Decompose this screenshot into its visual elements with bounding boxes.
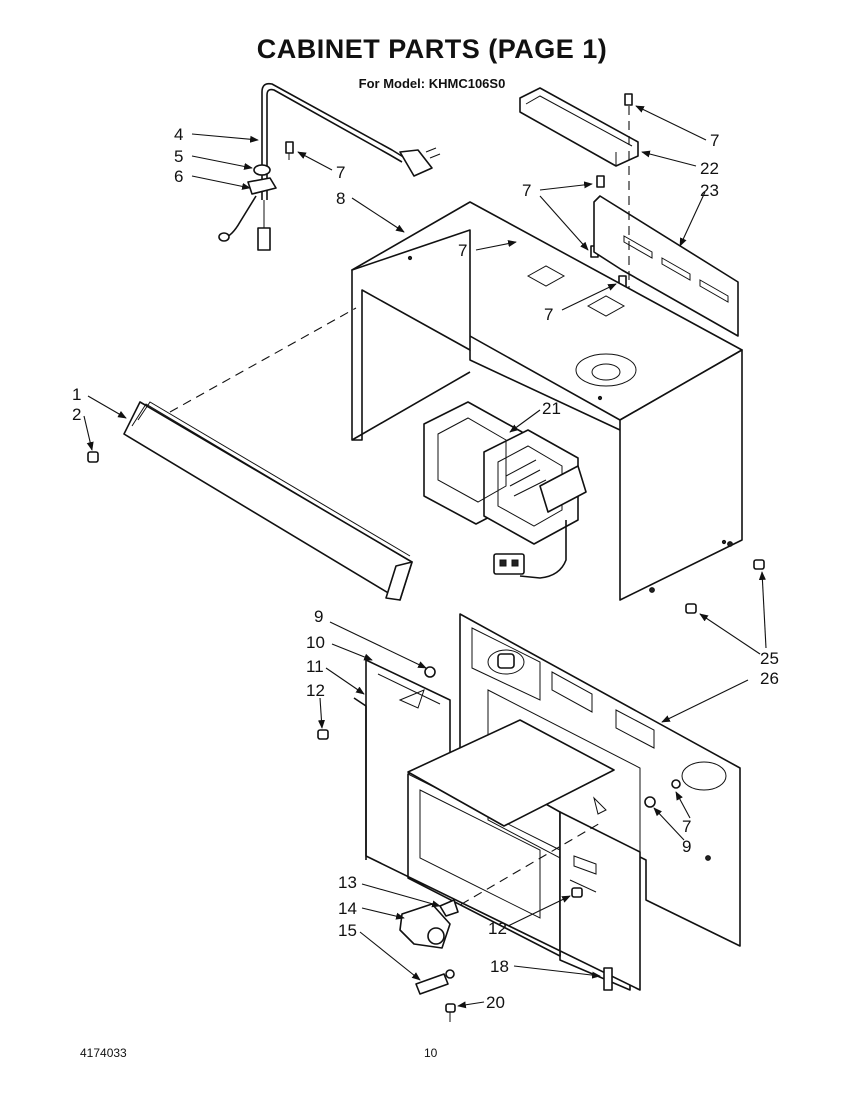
callout-9: 9 <box>314 607 323 626</box>
callout-25: 25 <box>760 649 779 668</box>
vent-grille <box>519 87 639 167</box>
blower-motor <box>423 401 587 579</box>
model-subtitle: For Model: KHMC106S0 <box>358 76 506 91</box>
callout-23: 23 <box>700 181 719 200</box>
callout-4: 4 <box>174 125 183 144</box>
callout-7: 7 <box>336 163 345 182</box>
callout-7: 7 <box>682 817 691 836</box>
document-number: 4174033 <box>80 1046 127 1060</box>
callout-labels: 4 5 6 7 8 7 22 23 7 7 7 1 2 21 25 26 9 1… <box>72 125 779 1012</box>
callout-6: 6 <box>174 167 183 186</box>
callout-7: 7 <box>544 305 553 324</box>
callout-7: 7 <box>710 131 719 150</box>
page-title: CABINET PARTS (PAGE 1) <box>256 34 608 64</box>
callout-11: 11 <box>306 657 324 676</box>
callout-7: 7 <box>522 181 531 200</box>
cabinet-wrapper <box>351 201 743 601</box>
callout-8: 8 <box>336 189 345 208</box>
callout-7: 7 <box>458 241 467 260</box>
top-bracket <box>593 195 739 337</box>
callout-12: 12 <box>488 919 507 938</box>
interlock-switch <box>399 899 459 1022</box>
callout-5: 5 <box>174 147 183 166</box>
power-cord-assembly <box>218 82 441 251</box>
callout-12: 12 <box>306 681 325 700</box>
callout-18: 18 <box>490 957 509 976</box>
callout-14: 14 <box>338 899 357 918</box>
callout-26: 26 <box>760 669 779 688</box>
callout-1: 1 <box>72 385 81 404</box>
inner-panel <box>353 659 641 991</box>
callout-10: 10 <box>306 633 325 652</box>
callout-9: 9 <box>682 837 691 856</box>
front-trim-strip <box>87 401 413 601</box>
callout-13: 13 <box>338 873 357 892</box>
leader-lines <box>83 105 767 1009</box>
small-screws <box>317 559 765 898</box>
callout-15: 15 <box>338 921 357 940</box>
callout-20: 20 <box>486 993 505 1012</box>
callout-2: 2 <box>72 405 81 424</box>
callout-21: 21 <box>542 399 561 418</box>
page-number: 10 <box>424 1046 438 1060</box>
callout-22: 22 <box>700 159 719 178</box>
